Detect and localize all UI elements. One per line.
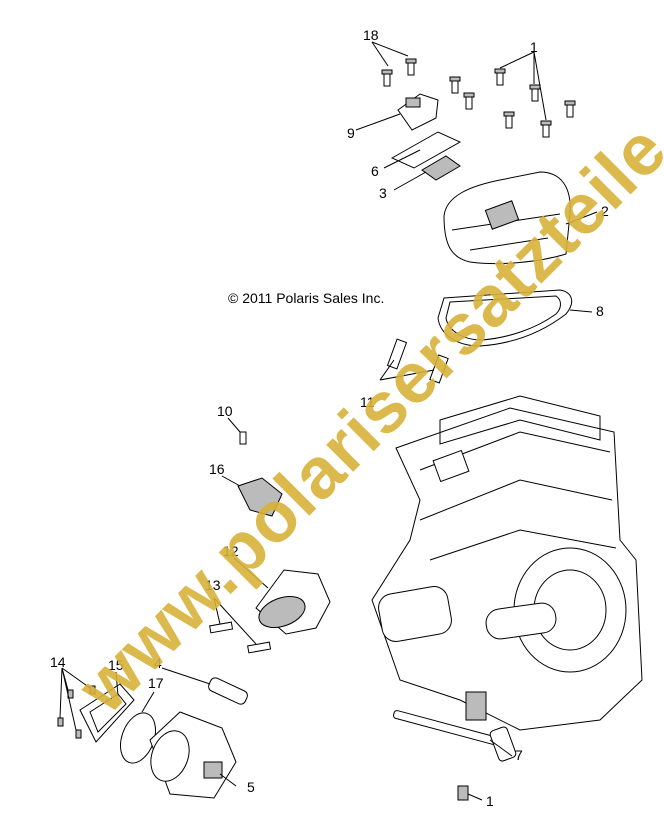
bolt-13a bbox=[209, 621, 234, 634]
callout-1-top: 1 bbox=[530, 39, 538, 55]
callout-6: 6 bbox=[371, 163, 379, 179]
callout-18: 18 bbox=[363, 27, 379, 43]
valve-cover-2 bbox=[443, 171, 571, 265]
callout-5: 5 bbox=[247, 779, 255, 795]
copyright-notice: © 2011 Polaris Sales Inc. bbox=[228, 290, 385, 306]
bolt-10 bbox=[239, 431, 247, 445]
callout-4: 4 bbox=[154, 655, 162, 671]
callout-17: 17 bbox=[148, 675, 164, 691]
spark-plugs-11 bbox=[386, 338, 449, 384]
gasket-8 bbox=[437, 289, 573, 347]
leader-lines bbox=[59, 41, 598, 801]
sensor-7 bbox=[393, 710, 517, 762]
bolt-13b bbox=[247, 641, 272, 654]
callout-3: 3 bbox=[379, 185, 387, 201]
plate-3 bbox=[421, 155, 461, 181]
callout-12: 12 bbox=[223, 543, 239, 559]
callout-8: 8 bbox=[596, 303, 604, 319]
callout-9: 9 bbox=[347, 125, 355, 141]
callout-1-bottom: 1 bbox=[486, 793, 494, 809]
gasket-6 bbox=[390, 131, 462, 169]
callout-15: 15 bbox=[108, 657, 124, 673]
callout-11: 11 bbox=[360, 394, 375, 410]
part-4 bbox=[208, 677, 248, 705]
callout-14: 14 bbox=[50, 654, 66, 670]
callout-13: 13 bbox=[205, 577, 221, 593]
callout-16: 16 bbox=[209, 461, 225, 477]
throttle-body-5 bbox=[149, 711, 237, 799]
engine-assembly bbox=[371, 395, 643, 731]
sensor-9 bbox=[397, 93, 439, 131]
callout-10: 10 bbox=[217, 403, 233, 419]
bolt-1-bottom bbox=[457, 785, 469, 801]
callout-7: 7 bbox=[515, 747, 523, 763]
callout-2: 2 bbox=[601, 203, 609, 219]
gasket-15 bbox=[79, 683, 135, 743]
sensor-16 bbox=[237, 477, 283, 517]
intake-adapter-12 bbox=[255, 569, 331, 635]
